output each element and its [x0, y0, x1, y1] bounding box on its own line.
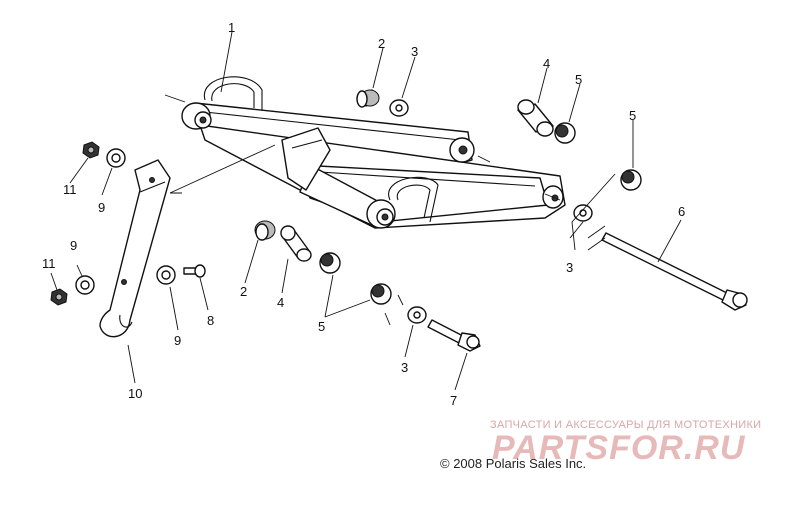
callout-8: 8 — [207, 313, 214, 328]
flanged-bushing-lower — [254, 220, 276, 241]
a-arm-assembly — [164, 76, 566, 229]
bushing-top-right — [554, 122, 576, 144]
long-pivot-bolt — [601, 232, 748, 311]
callout-9-left: 9 — [70, 238, 77, 253]
sleeve-top — [517, 99, 554, 137]
callout-5-top: 5 — [575, 72, 582, 87]
washer-top — [389, 99, 409, 117]
callout-1: 1 — [228, 20, 235, 35]
callout-9-top: 9 — [98, 200, 105, 215]
callout-6: 6 — [678, 204, 685, 219]
callout-2-top: 2 — [378, 36, 385, 51]
callout-3-top: 3 — [411, 44, 418, 59]
callout-11-left: 11 — [42, 256, 56, 271]
nut-11-top — [82, 141, 100, 159]
callout-7: 7 — [450, 393, 457, 408]
washer-9-right — [156, 265, 176, 285]
callout-9-right: 9 — [174, 333, 181, 348]
washer-9-left — [75, 275, 95, 295]
flanged-bushing-top — [356, 89, 380, 108]
sleeve-lower — [280, 225, 312, 262]
bushing-right — [620, 169, 642, 191]
copyright-notice: © 2008 Polaris Sales Inc. — [440, 456, 586, 471]
leader-lines — [50, 31, 682, 391]
callout-3-lower: 3 — [401, 360, 408, 375]
callout-2-lower: 2 — [240, 284, 247, 299]
watermark-tagline: ЗАПЧАСТИ И АКСЕССУАРЫ ДЛЯ МОТОТЕХНИКИ — [490, 419, 761, 431]
callout-5-right: 5 — [629, 108, 636, 123]
callouts: 1 2 3 4 5 5 6 3 2 4 5 3 7 8 9 9 9 10 11 … — [42, 20, 685, 408]
callout-11-top: 11 — [63, 182, 77, 197]
nut-11-left — [50, 288, 68, 306]
callout-3-right: 3 — [566, 260, 573, 275]
watermark-logo: PARTSFOR.RU — [492, 429, 746, 467]
callout-4-lower: 4 — [277, 295, 284, 310]
bushing-lower-left — [319, 252, 341, 274]
washer-9-top — [106, 148, 126, 168]
pivot-bolt — [427, 319, 481, 352]
strap-bracket — [99, 159, 171, 338]
washer-lower — [407, 306, 427, 324]
washer-right — [573, 204, 593, 222]
small-bolt-8 — [183, 264, 206, 278]
callout-10: 10 — [128, 386, 142, 401]
callout-4-top: 4 — [543, 56, 550, 71]
callout-5-lower: 5 — [318, 319, 325, 334]
bushing-lower-right — [370, 283, 392, 305]
watermark: ЗАПЧАСТИ И АКСЕССУАРЫ ДЛЯ МОТОТЕХНИКИ PA… — [490, 419, 761, 467]
